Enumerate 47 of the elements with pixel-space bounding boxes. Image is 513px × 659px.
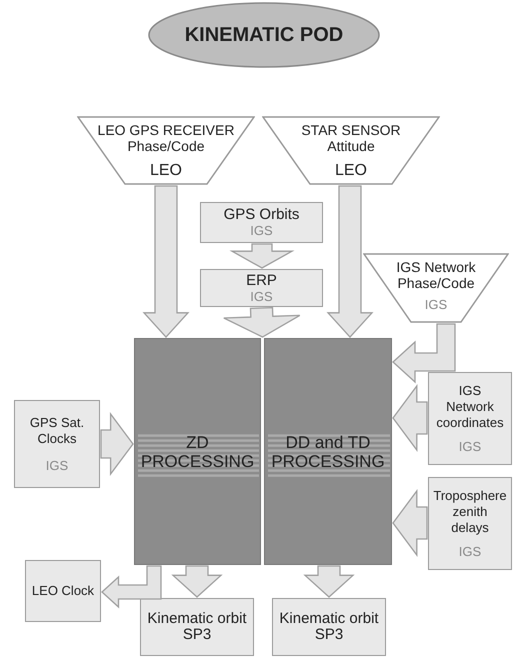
processing-panel (134, 338, 261, 565)
origin-label: IGS (458, 544, 482, 559)
data-box (200, 269, 323, 307)
block-arrow (230, 243, 294, 269)
box-label: Kinematic orbit SP3 (146, 611, 248, 643)
source-label: IGS Network Phase/Code (395, 259, 477, 291)
box-label: ERP (245, 273, 278, 289)
data-box (200, 202, 323, 243)
processing-panel (264, 338, 392, 565)
box-label: Kinematic orbit SP3 (278, 611, 380, 643)
origin-label: IGS (424, 297, 448, 312)
process-label: DD and TD PROCESSING (270, 432, 386, 470)
block-arrow (142, 185, 190, 338)
box-label: GPS Sat. Clocks (28, 415, 86, 447)
source-label: STAR SENSOR Attitude (300, 122, 402, 154)
origin-label: IGS (46, 458, 68, 473)
origin-label: IGS (250, 289, 273, 304)
data-box (25, 560, 101, 622)
source-trapezoid (77, 116, 255, 185)
block-arrow (392, 384, 428, 452)
pod-label: KINEMATIC POD (184, 24, 344, 46)
title-ellipse (148, 2, 380, 68)
block-arrow (223, 306, 300, 338)
origin-label: IGS (250, 223, 273, 238)
box-label: Troposphere zenith delays (432, 488, 508, 536)
data-box (14, 400, 100, 488)
block-arrow (392, 489, 428, 557)
source-trapezoid (363, 253, 509, 323)
block-arrow (326, 185, 374, 338)
origin-label: IGS (458, 438, 482, 454)
source-trapezoid (262, 116, 440, 185)
box-label: LEO Clock (30, 583, 96, 599)
box-label: GPS Orbits (222, 206, 300, 223)
box-label: IGS Network coordinates (435, 383, 505, 432)
data-box (428, 372, 512, 465)
origin-label: LEO (334, 162, 367, 180)
block-arrow (100, 412, 134, 476)
data-box (140, 598, 254, 656)
block-arrow (171, 565, 223, 598)
process-label: ZD PROCESSING (140, 432, 256, 470)
data-box (272, 598, 386, 656)
block-arrow (101, 565, 162, 608)
origin-label: LEO (150, 162, 182, 180)
block-arrow (392, 323, 456, 384)
source-label: LEO GPS RECEIVER Phase/Code (96, 122, 236, 154)
data-box (428, 477, 512, 570)
block-arrow (303, 565, 355, 598)
